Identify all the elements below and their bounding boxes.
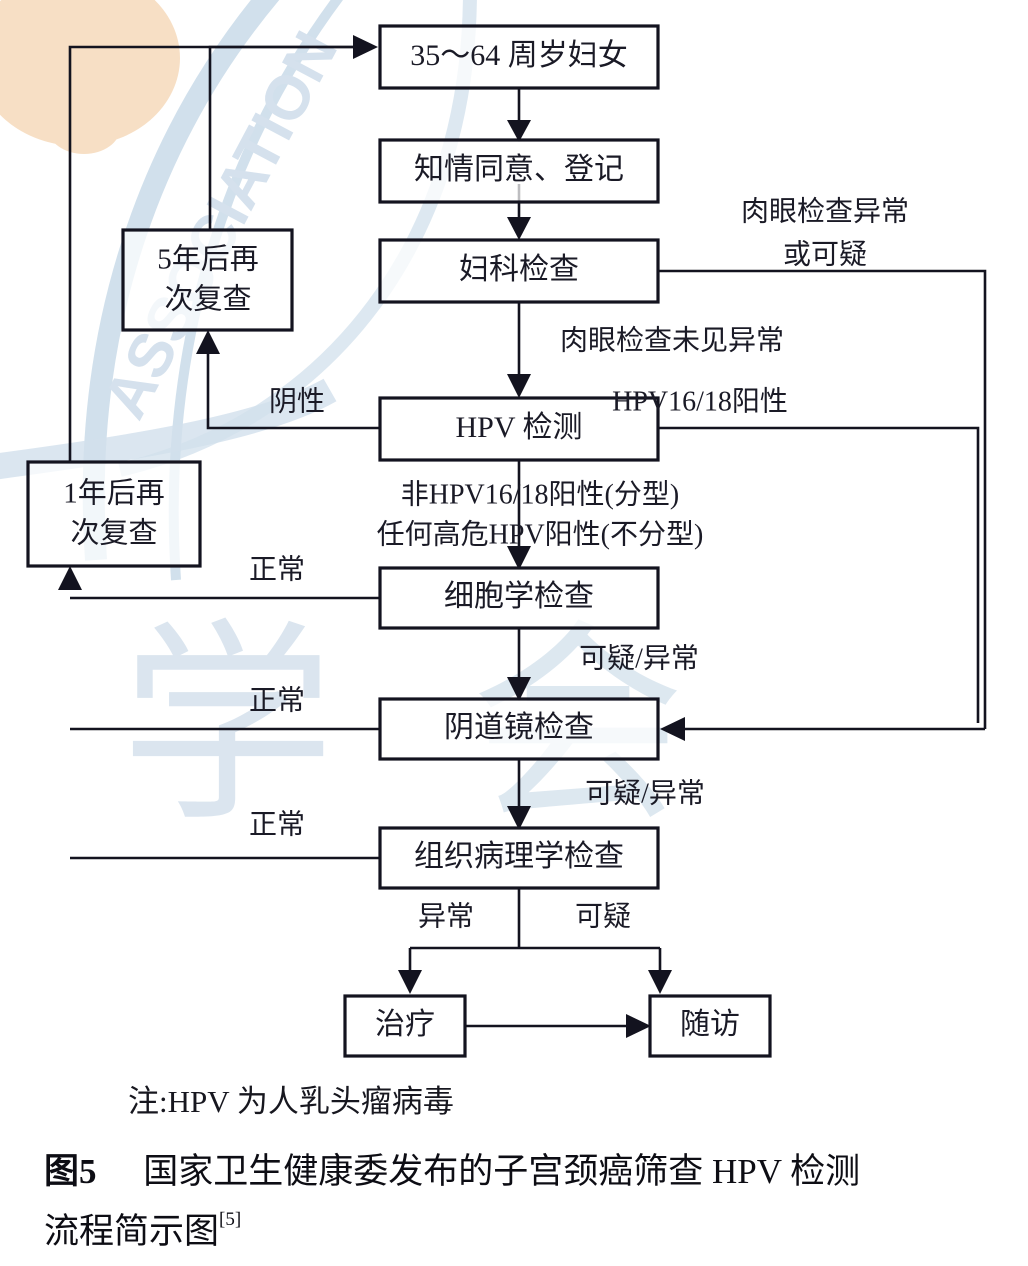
arrowhead-cytology [507, 546, 531, 570]
edge-labels-layer: 肉眼检查异常 或可疑 肉眼检查未见异常 阴性 HPV16/18阳性 非HPV16… [249, 195, 909, 932]
edge-label-colposcopy-normal: 正常 [249, 684, 305, 716]
node-cytology[interactable]: 细胞学检查 [378, 566, 660, 630]
edge-recheck1y-to-target [68, 45, 356, 462]
watermark-cjk-left: 学 [120, 608, 335, 847]
arrowhead-colposcopy-from-gyn [660, 717, 685, 741]
node-recheck-1y-label-line2: 次复查 [70, 517, 157, 550]
node-colposcopy-label: 阴道镜检查 [444, 711, 594, 744]
node-consent[interactable]: 知情同意、登记 [378, 138, 660, 204]
caption-figure-number: 图5 [44, 1152, 97, 1191]
arrowhead-target-loop [353, 35, 378, 59]
watermark-orange-blob [0, 0, 180, 146]
edges-layer [58, 35, 987, 1038]
arrowhead-followup [648, 970, 672, 994]
node-colposcopy[interactable]: 阴道镜检查 [378, 697, 660, 761]
edge-label-hpv-negative: 阴性 [269, 385, 325, 417]
arrowhead-recheck5y [196, 330, 220, 354]
node-recheck-5y-label-line1: 5年后再 [157, 243, 259, 276]
node-target-label: 35～64 周岁妇女 [410, 39, 628, 72]
nodes-layer: 35～64 周岁妇女 知情同意、登记 妇科检查 HPV 检测 细胞学检查 阴道镜 [26, 24, 772, 1058]
node-target[interactable]: 35～64 周岁妇女 [378, 24, 660, 90]
node-cytology-box[interactable] [378, 566, 660, 630]
edge-label-cytology-normal: 正常 [249, 553, 305, 585]
node-target-box[interactable] [378, 24, 660, 90]
edge-label-histology-abnormal: 异常 [418, 900, 474, 932]
watermark-orange-blob-small [48, 102, 120, 154]
caption-note: 注:HPV 为人乳头瘤病毒 [128, 1084, 454, 1119]
node-followup-box[interactable] [648, 994, 772, 1058]
node-histology[interactable]: 组织病理学检查 [378, 826, 660, 890]
edge-label-histology-suspicious: 可疑 [575, 900, 631, 932]
node-recheck-5y-label-line2: 次复查 [164, 283, 251, 316]
node-recheck-5y-box[interactable] [121, 228, 294, 332]
node-recheck-5y[interactable]: 5年后再 次复查 [121, 228, 294, 332]
edge-label-non-hpv1618-line1: 非HPV16/18阳性(分型) [401, 478, 679, 510]
node-followup[interactable]: 随访 [648, 994, 772, 1058]
arrowhead-treatment [398, 970, 422, 994]
node-gyn-exam-label: 妇科检查 [459, 253, 579, 286]
node-recheck-1y-label-line1: 1年后再 [63, 477, 165, 510]
edge-label-colposcopy-suspicious: 可疑/异常 [585, 777, 705, 809]
caption-title-text-line2: 流程简示图 [44, 1212, 219, 1251]
node-consent-label: 知情同意、登记 [414, 153, 624, 186]
node-treatment[interactable]: 治疗 [343, 994, 467, 1058]
caption-layer: 注:HPV 为人乳头瘤病毒 图5 国家卫生健康委发布的子宫颈癌筛查 HPV 检测… [44, 1084, 860, 1251]
caption-title-text-line1: 国家卫生健康委发布的子宫颈癌筛查 HPV 检测 [143, 1152, 860, 1191]
edge-hpv-negative-to-recheck5y [206, 352, 380, 430]
node-cytology-label: 细胞学检查 [444, 580, 594, 613]
node-colposcopy-box[interactable] [378, 697, 660, 761]
arrowhead-recheck1y [58, 566, 82, 590]
edge-label-histology-normal: 正常 [249, 808, 305, 840]
edge-label-hpv1618-positive: HPV16/18阳性 [612, 385, 788, 417]
node-followup-label: 随访 [680, 1008, 740, 1041]
node-histology-label: 组织病理学检查 [414, 840, 624, 873]
arrowhead-gyn [507, 217, 531, 240]
arrowhead-followup-side [626, 1014, 651, 1038]
edge-gyn-to-colposcopy [658, 269, 987, 729]
edge-label-gross-abnormal-line2: 或可疑 [783, 238, 867, 270]
node-hpv-test-label: HPV 检测 [456, 411, 583, 444]
edge-label-cytology-suspicious: 可疑/异常 [579, 642, 699, 674]
arrowhead-hpv [507, 374, 531, 398]
arrowhead-histology [507, 806, 531, 830]
arrowhead-consent [507, 120, 531, 142]
edge-label-non-hpv1618-line2: 任何高危HPV阳性(不分型) [377, 518, 704, 550]
caption-title-line2: 流程简示图[5] [44, 1209, 241, 1251]
edge-hpv-to-colposcopy [658, 426, 980, 723]
edge-label-gross-abnormal-line1: 肉眼检查异常 [741, 195, 909, 227]
arrowhead-colposcopy [507, 677, 531, 701]
node-treatment-label: 治疗 [375, 1008, 435, 1041]
edge-label-gross-normal: 肉眼检查未见异常 [560, 324, 784, 356]
node-recheck-1y[interactable]: 1年后再 次复查 [26, 460, 202, 568]
node-recheck-1y-box[interactable] [26, 460, 202, 568]
node-hpv-test-box[interactable] [378, 396, 660, 462]
node-gyn-exam-box[interactable] [378, 238, 660, 304]
caption-title-line1: 图5 国家卫生健康委发布的子宫颈癌筛查 HPV 检测 [44, 1152, 860, 1191]
node-consent-box[interactable] [378, 138, 660, 204]
caption-reference: [5] [219, 1209, 241, 1230]
node-gyn-exam[interactable]: 妇科检查 [378, 238, 660, 304]
node-histology-box[interactable] [378, 826, 660, 890]
node-treatment-box[interactable] [343, 994, 467, 1058]
node-hpv-test[interactable]: HPV 检测 [378, 396, 660, 462]
